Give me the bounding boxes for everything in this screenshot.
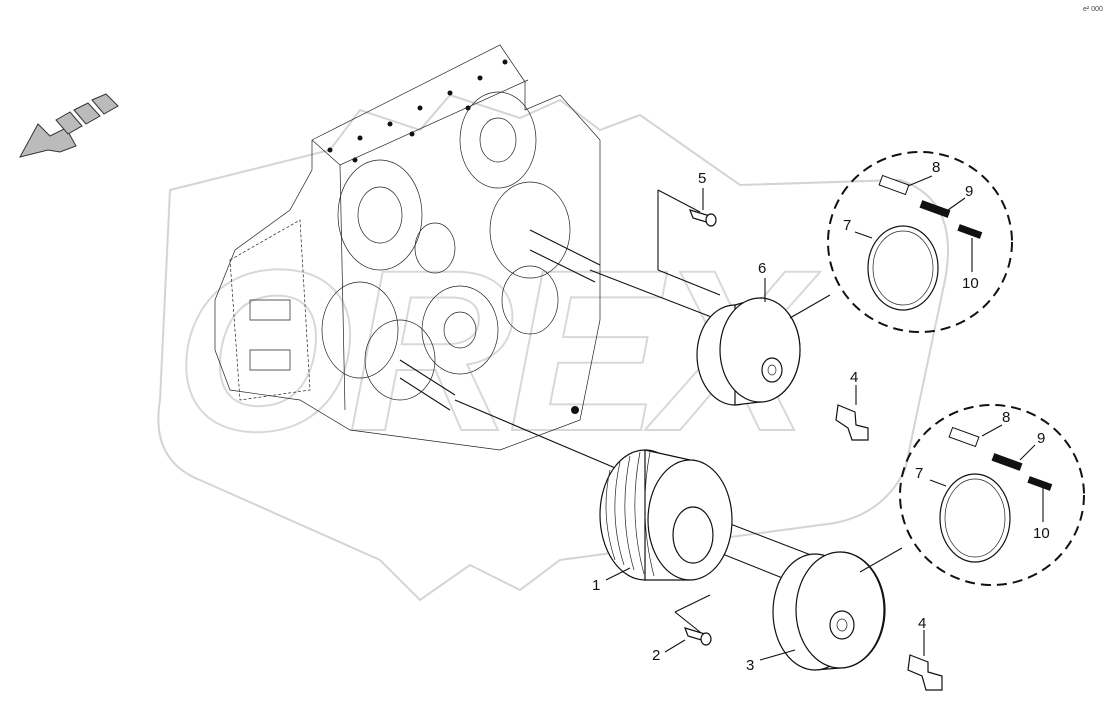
callout-9-upper: 9 — [965, 183, 973, 200]
gearbox-housing — [214, 44, 601, 451]
part-4-elbow-fitting-lower — [907, 654, 943, 691]
callout-3: 3 — [746, 657, 754, 674]
callout-7-lower: 7 — [915, 465, 923, 482]
callout-10-lower: 10 — [1033, 525, 1050, 542]
part-6-hydraulic-motor — [696, 297, 801, 406]
direction-arrow-icon — [19, 93, 119, 158]
callout-7-upper: 7 — [843, 217, 851, 234]
callout-8-upper: 8 — [932, 159, 940, 176]
seal-kit-detail-lower — [859, 404, 1085, 586]
callout-5: 5 — [698, 170, 706, 187]
callout-2: 2 — [652, 647, 660, 664]
callout-8-lower: 8 — [1002, 409, 1010, 426]
part-2-bolt — [684, 627, 712, 646]
seal-kit-detail-upper — [789, 151, 1013, 333]
callout-1: 1 — [592, 577, 600, 594]
part-4-elbow-fitting-upper — [835, 404, 869, 441]
watermark-logo: OREX — [157, 93, 949, 602]
callout-9-lower: 9 — [1037, 430, 1045, 447]
part-1-pulley — [599, 449, 733, 581]
part-3-hydraulic-motor — [772, 551, 886, 671]
part-5-bolt — [689, 209, 717, 227]
corner-code: e² 000 — [1083, 6, 1103, 13]
callout-labels: 1 2 3 4 4 5 6 7 8 9 10 7 8 9 10 — [592, 159, 1050, 674]
callout-10-upper: 10 — [962, 275, 979, 292]
callout-4-upper: 4 — [850, 369, 858, 386]
callout-leaders — [605, 175, 1044, 661]
callout-6: 6 — [758, 260, 766, 277]
callout-4-lower: 4 — [918, 615, 926, 632]
